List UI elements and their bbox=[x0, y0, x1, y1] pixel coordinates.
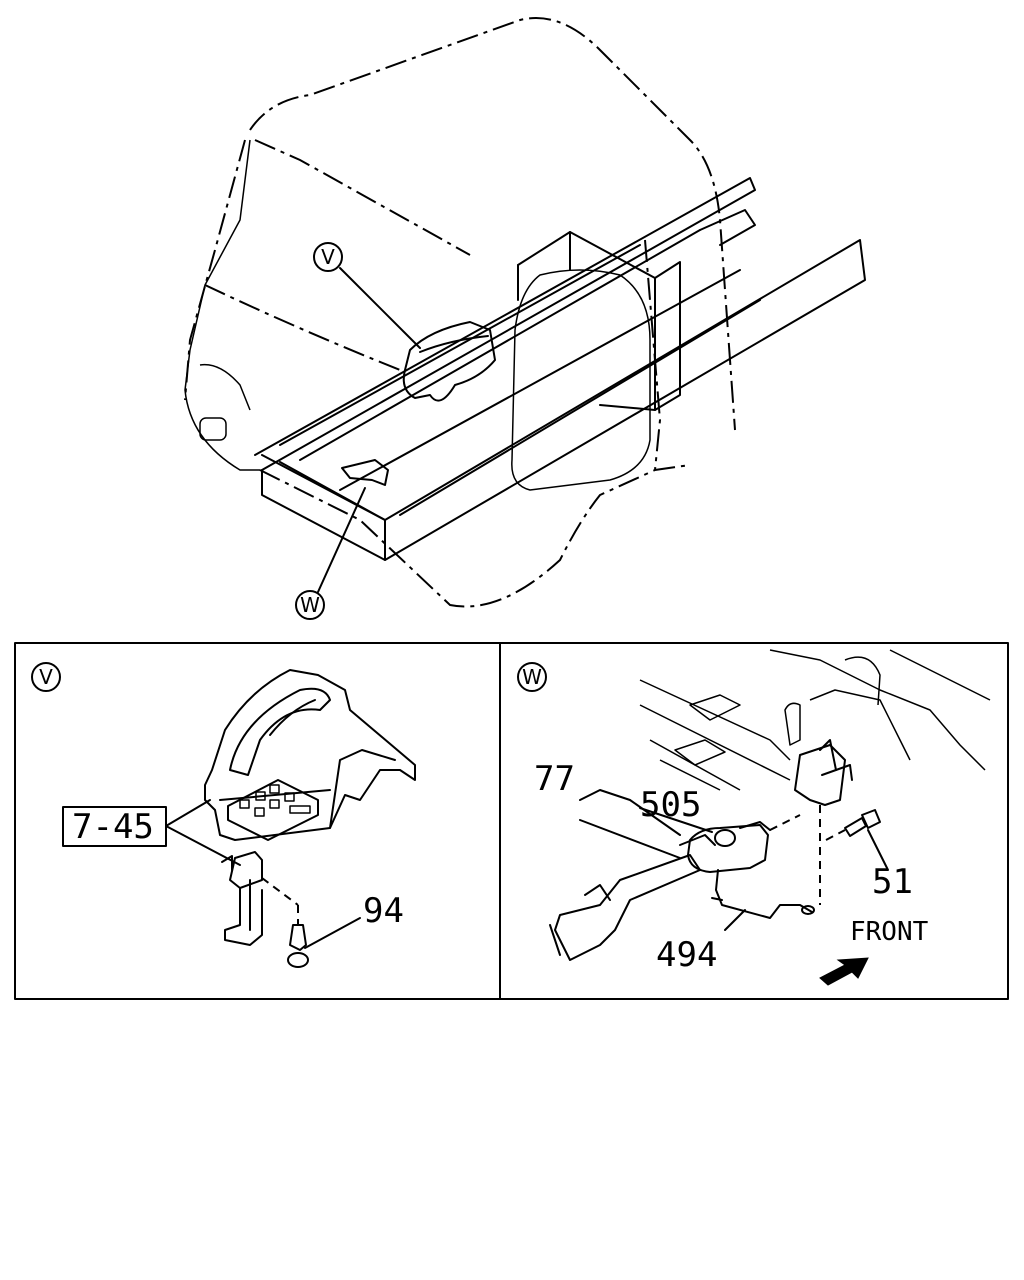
part-label-51: 51 bbox=[872, 862, 913, 902]
callout-v-overview: V bbox=[313, 242, 343, 272]
part-label-505: 505 bbox=[640, 785, 701, 825]
arrow-right-icon bbox=[819, 957, 869, 986]
svg-text:V: V bbox=[321, 245, 335, 269]
detail-panel-v: V 7-45 94 bbox=[14, 642, 501, 1000]
callout-v-detail: V bbox=[31, 662, 61, 692]
svg-text:V: V bbox=[39, 665, 53, 689]
detail-panel-w: W bbox=[499, 642, 1009, 1000]
svg-text:W: W bbox=[522, 665, 542, 689]
part-label-494: 494 bbox=[656, 935, 717, 975]
part-label-94: 94 bbox=[363, 891, 404, 931]
callout-w-detail: W bbox=[517, 662, 547, 692]
vehicle-overview: V W bbox=[184, 17, 866, 620]
front-label: FRONT bbox=[850, 917, 929, 947]
svg-text:W: W bbox=[300, 593, 320, 617]
part-label-7-45: 7-45 bbox=[72, 807, 154, 847]
callout-w-overview: W bbox=[295, 590, 325, 620]
part-label-77: 77 bbox=[534, 759, 575, 799]
